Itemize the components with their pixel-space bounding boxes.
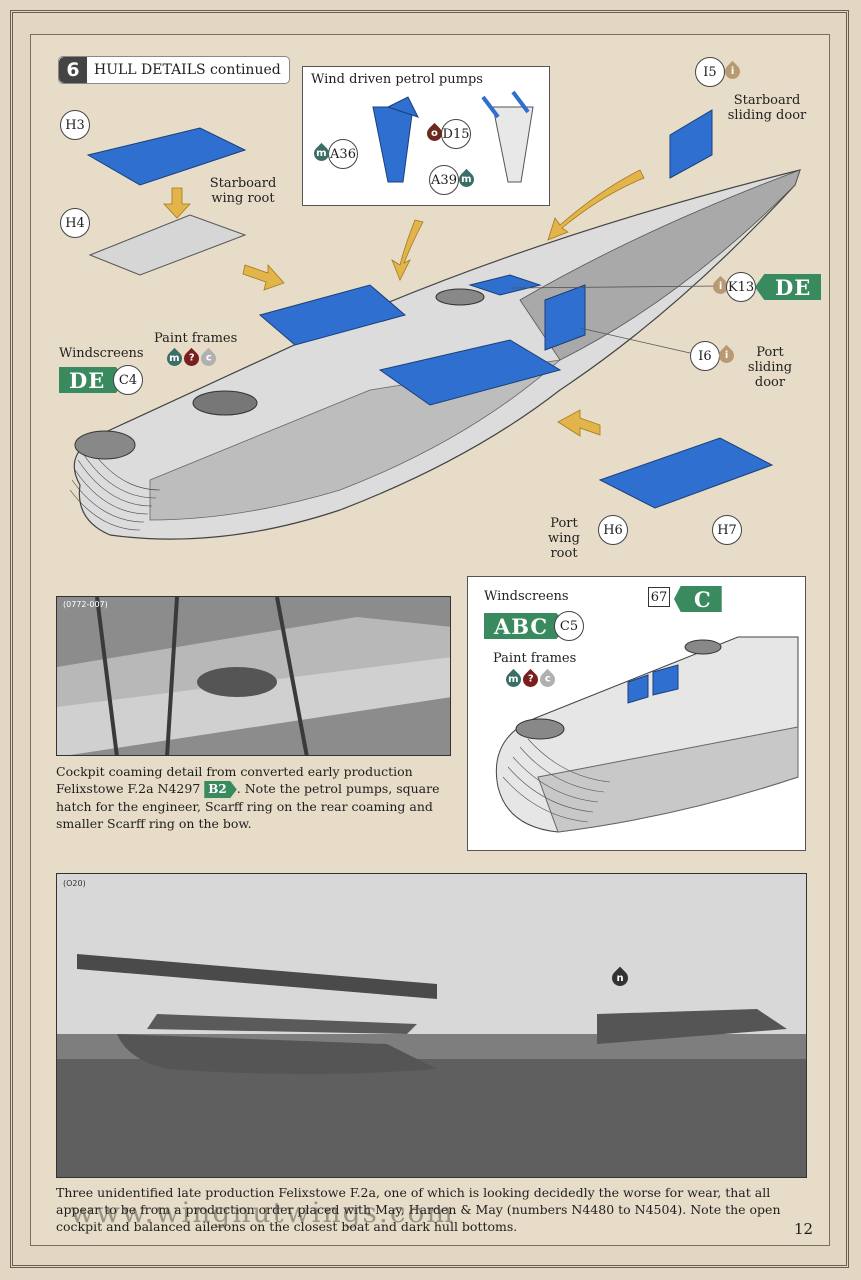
inset-bow-illustration	[495, 636, 799, 833]
pumps-detail-box: Wind driven petrol pumps A36 m D15 o A39…	[302, 66, 550, 206]
starboard-wing-root-part	[258, 284, 407, 346]
hatch-part	[468, 274, 542, 296]
label-windscreens: Windscreens	[59, 346, 144, 361]
page-border-outer	[10, 10, 849, 1268]
part-h4-shape	[88, 214, 247, 276]
windscreen-inset-box: Windscreens ABC C5 67 C Paint frames m ?…	[467, 576, 806, 851]
step-header: 6 HULL DETAILS continued	[58, 56, 290, 84]
label-paint-frames: Paint frames	[154, 331, 238, 346]
starboard-sliding-door-part	[544, 284, 586, 351]
inset-ref-67: 67	[648, 587, 670, 607]
callout-h6: H6	[598, 515, 628, 545]
callout-k13: K13	[726, 272, 756, 302]
assembly-arrows	[163, 169, 645, 437]
arrow-pumps-down	[391, 219, 424, 281]
hull-side-shadow	[149, 359, 562, 521]
photo1-caption: Cockpit coaming detail from converted ea…	[56, 763, 451, 832]
cockpit-photo: (0772-007)	[56, 596, 451, 756]
label-starboard-wing-root: Starboard wing root	[209, 176, 277, 206]
label-port-wing-root: Port wing root	[548, 516, 580, 561]
photo1-caption-text-2: . Note the petrol pumps, square hatch fo…	[56, 781, 440, 831]
bow-scarff-ring	[74, 430, 136, 460]
arrow-door-down	[547, 169, 645, 241]
inset-tag-c: C	[674, 586, 722, 612]
callout-a39: A39	[429, 165, 459, 195]
inset-label-windscreens: Windscreens	[484, 589, 569, 604]
photo2-caption: Three unidentified late production Felix…	[56, 1185, 781, 1234]
hull-assembly-diagram	[69, 109, 801, 540]
photo1-badge: B2	[204, 781, 237, 798]
step-number: 6	[59, 57, 87, 83]
photo1-id: (0772-007)	[63, 600, 108, 609]
page-number: 12	[794, 1220, 814, 1238]
callout-i5: I5	[695, 57, 725, 87]
step-title: HULL DETAILS continued	[94, 62, 281, 78]
callout-h7: H7	[712, 515, 742, 545]
photo2-id: (O20)	[63, 879, 86, 888]
bow-ribs	[69, 444, 161, 531]
pumps-box-title: Wind driven petrol pumps	[311, 72, 483, 87]
cockpit-photo-image	[57, 597, 450, 755]
callout-h3: H3	[60, 110, 90, 140]
callout-d15: D15	[441, 119, 471, 149]
part-i5-shape	[669, 109, 713, 179]
photo1-caption-text-1: Cockpit coaming detail from converted ea…	[56, 764, 413, 796]
arrow-h4-right	[242, 263, 285, 291]
label-port-sliding-door: Port sliding door	[747, 345, 793, 390]
hull-planking	[519, 169, 801, 361]
rear-scarff-ring	[435, 288, 485, 306]
leader-lines	[509, 285, 721, 354]
tag-de-right: DE	[755, 274, 822, 300]
cockpit-opening	[192, 390, 258, 416]
label-starboard-sliding-door: Starboard sliding door	[727, 93, 807, 123]
pumps-illustration	[372, 90, 534, 183]
flying-boats-photo: (O20) n	[56, 873, 807, 1178]
part-h3-shape	[86, 127, 247, 186]
callout-a36: A36	[328, 139, 358, 169]
watermark: www.wingnutwings.com	[70, 1196, 455, 1229]
callout-c4: C4	[113, 365, 143, 395]
callout-h4: H4	[60, 208, 90, 238]
port-wing-root-part	[378, 339, 562, 406]
arrow-h3-down	[163, 187, 191, 219]
callout-i6: I6	[690, 341, 720, 371]
arrow-h6-left	[557, 409, 601, 437]
flying-boats-photo-image	[57, 874, 806, 1177]
part-h6-h7-shape	[598, 437, 774, 509]
inset-callout-c5: C5	[554, 611, 584, 641]
inset-label-paint-frames: Paint frames	[493, 651, 577, 666]
